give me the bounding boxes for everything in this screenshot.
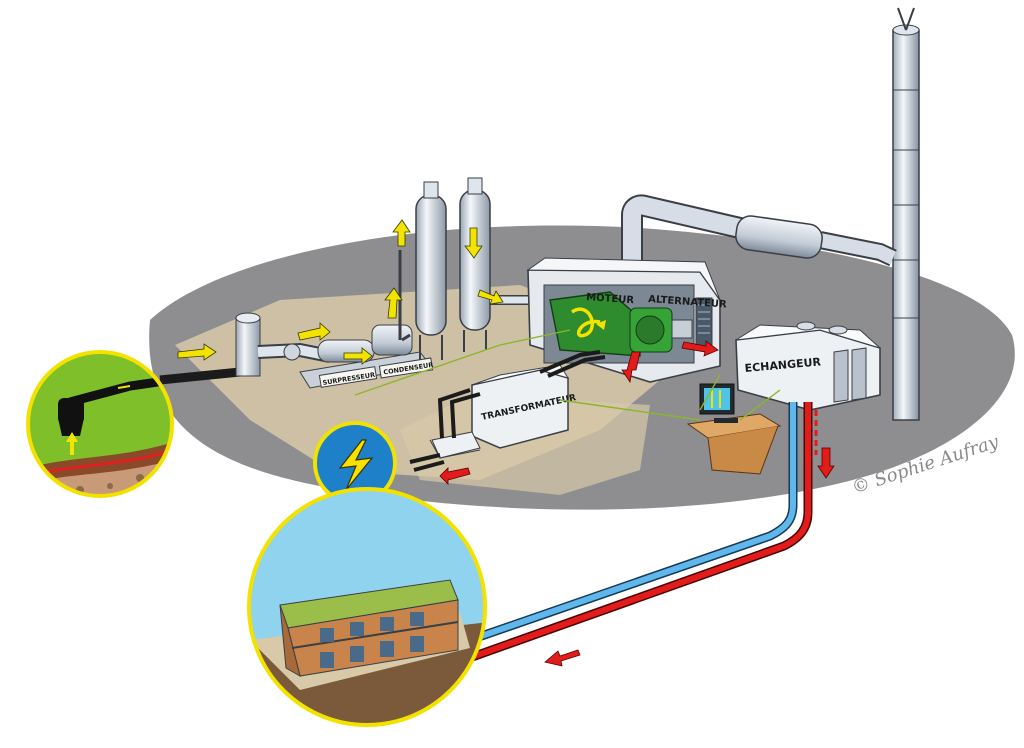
exhaust-pipe xyxy=(621,194,897,273)
alternateur-label: ALTERNATEUR xyxy=(648,294,727,310)
hot-flow-arrows xyxy=(621,340,719,384)
heat-exchanger: ECHANGEUR xyxy=(735,321,881,411)
moteur-label: MOTEUR xyxy=(586,292,635,306)
gas-well-inset xyxy=(26,350,174,498)
gas-treatment-towers xyxy=(398,177,530,360)
gas-flow-arrows xyxy=(177,219,504,365)
engine-alternator-housing: MOTEUR ALTERNATEUR xyxy=(526,257,727,383)
building-inset xyxy=(247,487,487,727)
chimney xyxy=(892,7,920,421)
heating-flow-arrows xyxy=(544,447,835,667)
lightning-icon xyxy=(338,439,374,491)
transformer: TRANSFORMATEUR xyxy=(409,350,606,485)
gas-well-icon xyxy=(117,385,131,389)
control-screen-icon xyxy=(704,388,730,410)
control-desk xyxy=(686,383,782,475)
signal-lines xyxy=(354,329,781,421)
lightning-badge xyxy=(313,421,397,505)
